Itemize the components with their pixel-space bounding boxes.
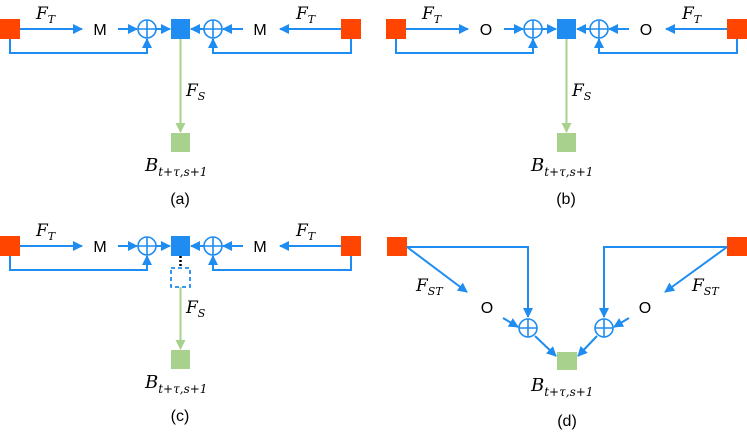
spatial-label-sub: S [198, 307, 206, 320]
caption: (b) [556, 191, 576, 208]
skip-arrow-left [9, 38, 152, 54]
op-label-right: O [639, 300, 651, 317]
st-label-left: FST [415, 276, 444, 298]
out-arrow-right [577, 335, 598, 357]
spatial-label-main: F [571, 81, 585, 101]
fused-node [171, 236, 190, 256]
op-label-right: O [640, 22, 652, 39]
temporal-label-main: F [421, 4, 435, 24]
temporal-label-left: FT [35, 221, 57, 243]
spatial-label: FS [185, 298, 206, 320]
op-label-right: M [253, 22, 266, 39]
output-node [557, 133, 576, 152]
spatial-label: FS [185, 81, 206, 103]
temporal-label-sub: T [48, 13, 57, 26]
st-label-right: FST [691, 276, 720, 298]
sum-icon-left [137, 236, 157, 256]
fused-node [557, 19, 576, 39]
temporal-label-main: F [295, 221, 309, 241]
out-arrow-left [534, 335, 557, 357]
spatial-label-sub: S [198, 90, 206, 103]
temporal-label-sub: T [48, 230, 57, 243]
st-arrow-right [664, 246, 728, 293]
spatial-label-main: F [185, 298, 199, 318]
op-label-right: M [253, 239, 266, 256]
output-node [171, 350, 190, 369]
skip-arrow-right [599, 246, 727, 318]
caption: (c) [171, 408, 190, 425]
sum-icon-left [523, 19, 543, 39]
st-arrow-left [406, 246, 468, 293]
spatial-label: FS [571, 81, 592, 103]
output-label: Bt+τ,s+1 [530, 155, 593, 179]
spatial-label-main: F [185, 81, 199, 101]
op-label-left: M [93, 239, 106, 256]
output-label-main: B [144, 155, 158, 176]
output-label: Bt+τ,s+1 [530, 375, 593, 399]
input-node-right [727, 237, 747, 256]
sum-icon-right [594, 318, 614, 338]
temporal-label-main: F [295, 4, 309, 24]
output-node [171, 133, 190, 152]
sum-icon-right [203, 19, 223, 39]
input-node-left [0, 236, 20, 256]
input-node-left [387, 237, 407, 256]
input-node-right [341, 19, 361, 39]
skip-arrow-left [9, 255, 152, 271]
temporal-label-main: F [35, 4, 49, 24]
temporal-label-sub: T [308, 230, 317, 243]
temporal-label-left: FT [35, 4, 57, 26]
output-label-sub: t+τ,s+1 [544, 165, 593, 179]
skip-arrow-left [407, 246, 533, 318]
input-node-right [727, 19, 747, 39]
temporal-label-sub: T [694, 13, 703, 26]
temporal-label-right: FT [295, 4, 317, 26]
skip-arrow-left [395, 38, 538, 54]
op-arrow-right [613, 317, 630, 328]
sum-icon-right [203, 236, 223, 256]
input-node-left [386, 19, 406, 39]
op-label-left: M [93, 22, 106, 39]
panel-d: O O FST FST Bt+τ,s+1 (d) [387, 237, 747, 430]
output-label-sub: t+τ,s+1 [158, 165, 207, 179]
op-label-left: O [481, 300, 493, 317]
output-label-sub: t+τ,s+1 [158, 382, 207, 396]
temporal-label-left: FT [421, 4, 443, 26]
temporal-label-right: FT [681, 4, 703, 26]
output-label-main: B [530, 155, 544, 176]
temporal-label-main: F [35, 221, 49, 241]
temporal-label-main: F [681, 4, 695, 24]
input-node-left [0, 19, 20, 39]
caption: (a) [170, 191, 190, 208]
sum-icon-right [589, 19, 609, 39]
dashed-placeholder-node [170, 267, 191, 288]
temporal-label-sub: T [308, 13, 317, 26]
op-label-left: O [480, 22, 492, 39]
input-node-right [341, 236, 361, 256]
op-arrow-left [502, 317, 519, 328]
skip-arrow-right [594, 38, 738, 54]
sum-icon-left [137, 19, 157, 39]
fused-node [171, 19, 190, 39]
skip-arrow-right [208, 255, 352, 271]
skip-arrow-right [208, 38, 352, 54]
sum-icon-left [518, 318, 538, 338]
output-label: Bt+τ,s+1 [144, 155, 207, 179]
temporal-label-sub: T [434, 13, 443, 26]
temporal-label-right: FT [295, 221, 317, 243]
output-label: Bt+τ,s+1 [144, 372, 207, 396]
spatial-label-sub: S [584, 90, 592, 103]
output-node [557, 352, 577, 370]
caption: (d) [557, 413, 577, 430]
output-label-main: B [144, 372, 158, 393]
